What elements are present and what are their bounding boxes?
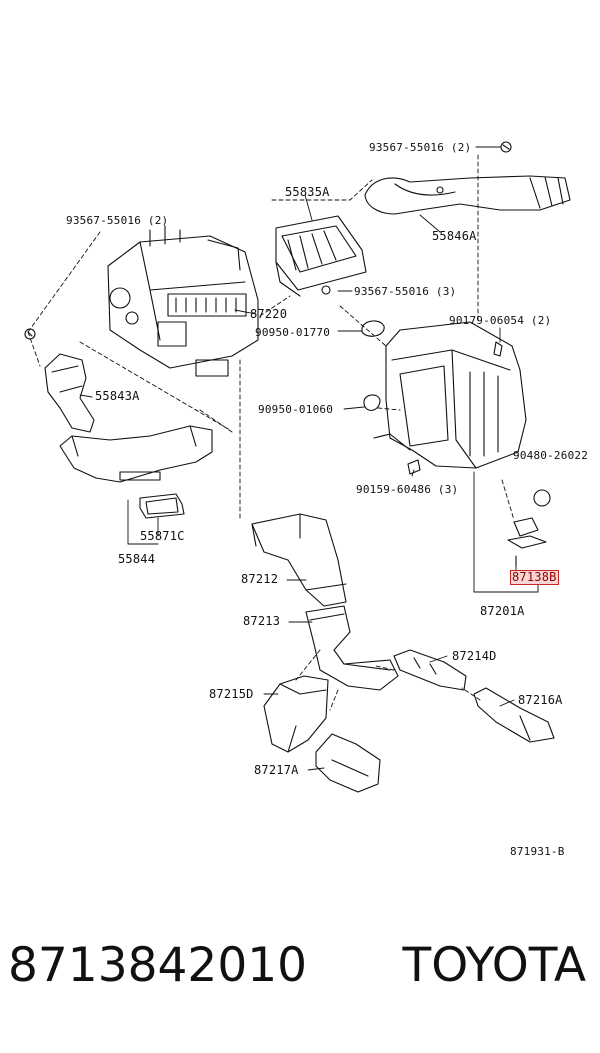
duct-55844 xyxy=(59,425,213,483)
label-87220: 87220 xyxy=(250,307,288,321)
screw-90179 xyxy=(493,341,503,357)
label-93567-mid: 93567-55016 (3) xyxy=(354,285,457,298)
label-90159: 90159-60486 (3) xyxy=(356,483,459,496)
label-87217a: 87217A xyxy=(254,763,299,777)
brand-name: TOYOTA xyxy=(402,938,586,993)
parts-diagram xyxy=(24,141,571,793)
label-90950-01770: 90950-01770 xyxy=(255,326,331,339)
part-number: 8713842010 xyxy=(8,938,308,993)
label-93567-left: 93567-55016 (2) xyxy=(66,214,169,227)
clip-87138b xyxy=(507,517,547,567)
plug-90950-01770 xyxy=(361,320,385,337)
label-55844: 55844 xyxy=(118,552,156,566)
duct-87213 xyxy=(305,605,399,691)
label-55871c: 55871C xyxy=(140,529,185,543)
seal-55871c xyxy=(139,493,185,519)
duct-55843a xyxy=(44,353,95,433)
grille-55835a xyxy=(275,215,367,297)
label-55835a: 55835A xyxy=(285,185,330,199)
duct-87217a xyxy=(315,733,381,793)
label-90480: 90480-26022 xyxy=(513,449,589,462)
label-87138b-highlighted[interactable]: 87138B xyxy=(510,570,559,585)
duct-87212 xyxy=(251,513,347,607)
diagram-code: 871931-B xyxy=(510,845,565,858)
label-90950-01060: 90950-01060 xyxy=(258,403,334,416)
duct-55846a xyxy=(364,175,571,215)
label-93567-top: 93567-55016 (2) xyxy=(369,141,472,154)
label-87214d: 87214D xyxy=(452,649,497,663)
heater-unit xyxy=(107,225,259,377)
label-87216a: 87216A xyxy=(518,693,563,707)
cooling-unit xyxy=(373,321,527,469)
label-87201a: 87201A xyxy=(480,604,525,618)
grommet-90950-01060 xyxy=(363,394,381,411)
duct-87214d xyxy=(393,649,467,691)
duct-87216a xyxy=(473,687,555,743)
bolt-90159 xyxy=(407,459,421,475)
grommet-90480 xyxy=(533,489,551,507)
duct-87215d xyxy=(263,675,329,753)
label-87212: 87212 xyxy=(241,572,279,586)
label-87213: 87213 xyxy=(243,614,281,628)
label-87215d: 87215D xyxy=(209,687,254,701)
label-55843a: 55843A xyxy=(95,389,140,403)
label-55846a: 55846A xyxy=(432,229,477,243)
screw-top xyxy=(500,141,512,153)
label-90179: 90179-06054 (2) xyxy=(449,314,552,327)
